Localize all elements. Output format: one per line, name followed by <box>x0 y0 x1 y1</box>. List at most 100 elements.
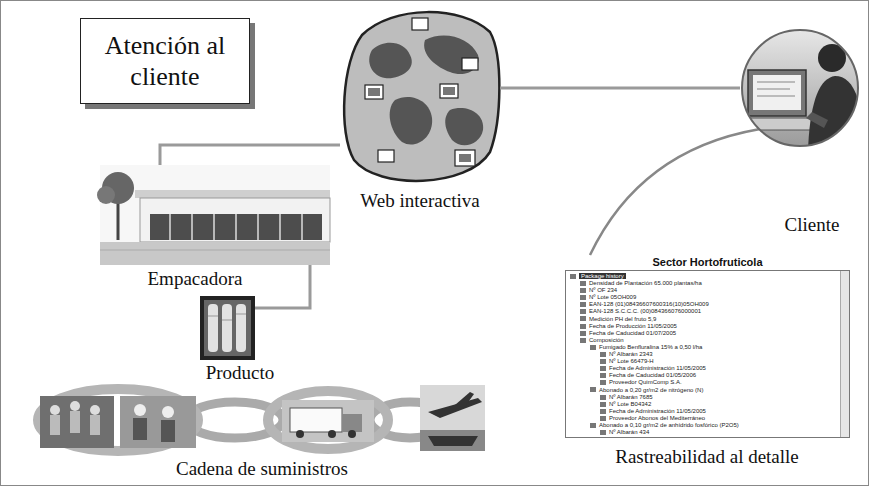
tree-row: Fumigado Benfluralina 15% a 0,50 l/ha <box>566 344 849 351</box>
building-photo <box>97 165 330 265</box>
tree-text: Fecha de Caducidad 01/05/2006 <box>609 372 696 378</box>
tree-text: Nº Albarán 2343 <box>609 351 653 357</box>
caption-wrap: Cadena de suministros <box>176 458 348 480</box>
tree-text: Nº Albarán 7685 <box>609 394 653 400</box>
tree-row: EAN-128 (01)08436607600316(10)05OH009 <box>566 301 849 308</box>
tree-text: Abonado a 0,10 gr/m2 de anhídrido fosfór… <box>599 422 739 428</box>
tree-row: Nº Albarán 2343 <box>566 351 849 358</box>
tree-row: Densidad de Plantación 65.000 plantas/ha <box>566 280 849 287</box>
tree-row: Proveedor Abonos del Mediterráneo <box>566 415 849 422</box>
tree-text: Composición <box>589 337 624 343</box>
tree-icon <box>580 288 586 293</box>
tree-text: EAN-128 (01)08436607600316(10)05OH009 <box>589 301 709 307</box>
tree-icon <box>580 281 586 286</box>
caption-wrap: Web interactiva <box>360 190 479 212</box>
title-box: Atención al cliente <box>80 18 250 104</box>
tree-row: Nº Lote 05OH009 <box>566 294 849 301</box>
tree-icon <box>580 295 586 300</box>
node-caption: Web interactiva <box>360 190 479 212</box>
tree-row: Fecha de Producción 11/05/2005 <box>566 323 849 330</box>
tree-row: Nº Lote B04342 <box>566 401 849 408</box>
circle-border <box>742 30 858 146</box>
tree-row: Fecha de Administración 11/05/2005 <box>566 365 849 372</box>
tree-panel: Package historyDensidad de Plantación 65… <box>565 270 850 438</box>
node-caption: Rastreabilidad al detalle <box>615 446 799 468</box>
tree-icon <box>570 274 576 279</box>
client-photo <box>740 28 866 150</box>
tree-text: Nº Lote 66479-H <box>609 358 654 364</box>
connector-line <box>255 265 310 308</box>
tree-text: Fecha de Administración 11/05/2005 <box>609 408 706 414</box>
tree-row: Composición <box>566 337 849 344</box>
tree-row: Nº OF 234 <box>566 287 849 294</box>
tree-row: Abonado a 0,10 gr/m2 de anhídrido fosfór… <box>566 422 849 429</box>
connector-line <box>160 145 340 165</box>
tree-icon <box>600 416 606 421</box>
scrollbar <box>840 271 849 437</box>
window-title: Sector Hortofruticola <box>565 255 850 269</box>
tree-row: Abonado a 0,20 gr/m2 de nitrógeno (N) <box>566 387 849 394</box>
globe-illustration <box>344 12 499 181</box>
tree-icon <box>580 316 586 321</box>
arrow-curve <box>590 129 759 255</box>
tree-icon <box>600 395 606 400</box>
tree-icon <box>590 423 596 428</box>
tree-text: Abonado a 0,20 gr/m2 de nitrógeno (N) <box>599 387 703 393</box>
node-caption: Cadena de suministros <box>176 458 348 480</box>
tree-text: Proveedor QuimComp S.A. <box>609 379 682 385</box>
tree-text: Package history <box>579 273 626 279</box>
tree-text: Medición PH del fruto 5,9 <box>589 316 656 322</box>
tree-icon <box>580 309 586 314</box>
tree-icon <box>580 338 586 343</box>
chain-illustration <box>38 385 485 451</box>
connector-line <box>500 87 740 90</box>
tree-icon <box>590 345 596 350</box>
web-globe-node: Web interactiva <box>340 8 500 186</box>
tree-text: Proveedor Abonos del Mediterráneo <box>609 415 705 421</box>
tree-text: Nº OF 234 <box>589 287 617 293</box>
tree-row: Medición PH del fruto 5,9 <box>566 316 849 323</box>
circle-outline <box>740 28 860 148</box>
caption-wrap: Cliente <box>785 214 840 236</box>
tree-text: Nº Lote B04342 <box>609 401 651 407</box>
supply-chain-node: Cadena de suministros <box>35 385 487 455</box>
node-caption: Producto <box>206 362 275 384</box>
caption-wrap: Empacadora <box>148 268 243 290</box>
tree-row: Package history <box>566 273 849 280</box>
tree-icon <box>600 409 606 414</box>
traceability-window: Sector HortofruticolaPackage historyDens… <box>565 255 850 438</box>
tree-icon <box>600 366 606 371</box>
tree-text: Fecha de Caducidad 01/07/2005 <box>589 330 676 336</box>
tree-icon <box>580 302 586 307</box>
tree-row: Proveedor QuimComp S.A. <box>566 379 849 386</box>
tree-row: Nº Albarán 7685 <box>566 394 849 401</box>
tree-icon <box>600 380 606 385</box>
tree-row: Fecha de Caducidad 01/05/2006 <box>566 372 849 379</box>
tree-row: Nº Albarán 434 <box>566 429 849 436</box>
tree-icon <box>590 387 596 392</box>
tree-row: EAN-128 S.C.C.C. (00)084366076000001 <box>566 308 849 315</box>
tree-text: Nº Albarán 434 <box>609 429 649 435</box>
packing-house-node: Empacadora <box>100 165 330 265</box>
tree-icon <box>580 331 586 336</box>
tree-row: Nº Lote 66479-H <box>566 358 849 365</box>
node-caption: Empacadora <box>148 268 243 290</box>
tree-text: Fecha de Administración 11/05/2005 <box>609 365 706 371</box>
product-photo <box>200 296 255 360</box>
tree-icon <box>600 352 606 357</box>
caption-wrap: Producto <box>206 362 275 384</box>
title-text: Atención al cliente <box>95 30 235 92</box>
node-caption: Cliente <box>785 214 840 236</box>
tree-icon <box>600 359 606 364</box>
client-circle: Cliente <box>740 28 860 148</box>
tree-text: Fumigado Benfluralina 15% a 0,50 l/ha <box>599 344 702 350</box>
tree-text: Nº Lote 05OH009 <box>589 294 636 300</box>
tree-row: Fecha de Administración 11/05/2005 <box>566 408 849 415</box>
tree-icon <box>600 430 606 435</box>
caption-wrap: Rastreabilidad al detalle <box>615 446 799 468</box>
tree-text: Densidad de Plantación 65.000 plantas/ha <box>589 280 702 286</box>
product-node: Producto <box>200 296 255 360</box>
tree-text: Fecha de Producción 11/05/2005 <box>589 323 677 329</box>
tree-icon <box>600 373 606 378</box>
